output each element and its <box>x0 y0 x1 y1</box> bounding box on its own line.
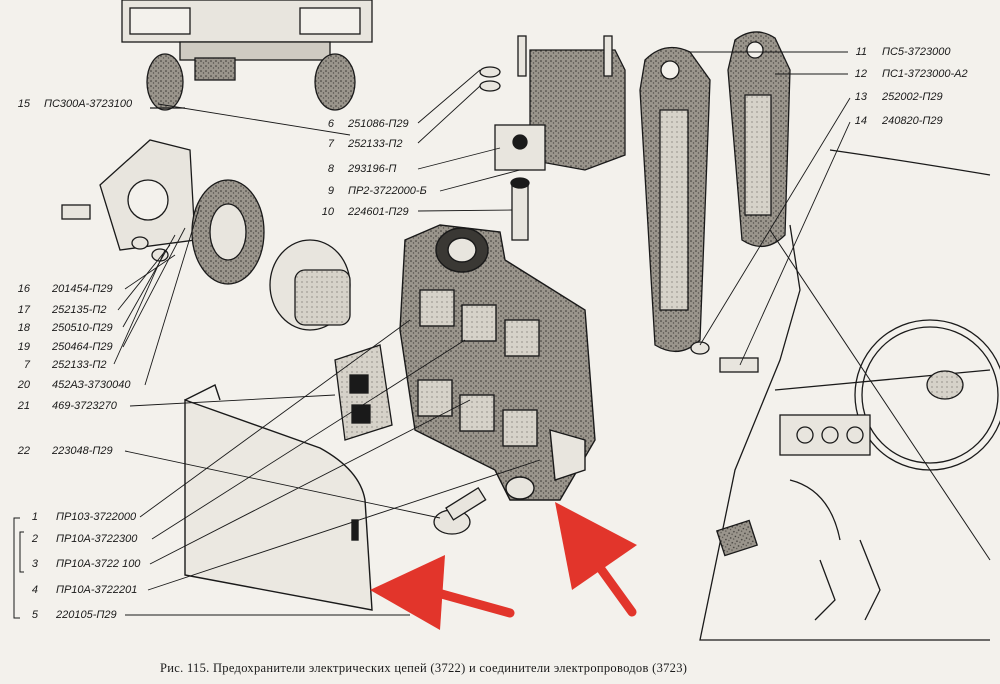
callout-6-part: 251086-П29 <box>348 118 409 130</box>
callout-15-number: 15 <box>17 98 30 110</box>
callout-7b-part: 252133-П2 <box>52 359 107 371</box>
callout-22-number: 22 <box>17 445 30 457</box>
dashboard-view <box>699 149 1000 641</box>
callout-2-number: 2 <box>31 533 38 545</box>
callout-1-part: ПР103-3722000 <box>56 511 137 523</box>
callout-17-part: 252135-П2 <box>52 304 107 316</box>
callout-3-number: 3 <box>31 558 38 570</box>
callout-9-part: ПР2-3722000-Б <box>348 185 427 197</box>
callout-16-part: 201454-П29 <box>52 283 113 295</box>
callout-4-number: 4 <box>31 584 38 596</box>
callout-1-number: 1 <box>31 511 38 523</box>
callout-15-part: ПС300А-3723100 <box>44 98 133 110</box>
callout-12-part: ПС1-3723000-А2 <box>882 68 968 80</box>
callout-8-part: 293196-П <box>348 163 397 175</box>
callout-18-number: 18 <box>17 322 30 334</box>
fuse-block <box>399 224 596 501</box>
callout-9-number: 9 <box>327 185 334 197</box>
callout-5-number: 5 <box>31 609 38 621</box>
callout-13-number: 13 <box>854 91 867 103</box>
callout-21-number: 21 <box>17 400 30 412</box>
screw-5 <box>433 486 487 535</box>
red-arrow-left <box>370 555 515 630</box>
callout-20-part: 452АЗ-3730040 <box>52 379 131 391</box>
callout-2-part: ПР10А-3722300 <box>56 533 138 545</box>
callout-6-number: 6 <box>327 118 334 130</box>
callout-10-part: 224601-П29 <box>348 206 409 218</box>
callout-19-number: 19 <box>17 341 30 353</box>
callout-11-number: 11 <box>855 46 867 58</box>
circuit-breaker-ps300 <box>191 179 351 331</box>
callout-19-part: 250464-П29 <box>52 341 113 353</box>
callout-14-part: 240820-П29 <box>882 115 943 127</box>
callout-3-part: ПР10А-3722 100 <box>56 558 141 570</box>
mounting-bracket <box>61 139 196 262</box>
callout-14-number: 14 <box>854 115 867 127</box>
leader-lines <box>113 51 851 616</box>
callout-8-number: 8 <box>327 163 334 175</box>
truck-front-view <box>121 0 373 111</box>
fuse-cover <box>184 384 373 611</box>
figure-caption: Рис. 115. Предохранители электрических ц… <box>160 661 688 675</box>
callout-21-part: 469-3723270 <box>52 400 117 412</box>
callout-12-number: 12 <box>854 68 867 80</box>
callout-11-part: ПС5-3723000 <box>882 46 951 58</box>
callout-16-number: 16 <box>17 283 30 295</box>
callout-5-part: 220105-П29 <box>56 609 117 621</box>
callout-7b-number: 7 <box>23 359 30 371</box>
small-connector-21 <box>334 344 393 441</box>
callout-10-number: 10 <box>321 206 334 218</box>
relay-assembly <box>479 35 626 241</box>
callout-4-part: ПР10А-3722201 <box>56 584 138 596</box>
callout-7a-number: 7 <box>327 138 334 150</box>
callout-7a-part: 252133-П2 <box>348 138 403 150</box>
connector-block-ps1 <box>727 31 791 247</box>
connector-block-ps5 <box>639 46 711 352</box>
callout-20-number: 20 <box>17 379 30 391</box>
callout-17-number: 17 <box>17 304 30 316</box>
screw-13-14 <box>690 341 759 373</box>
callout-22-part: 223048-П29 <box>52 445 113 457</box>
callout-18-part: 250510-П29 <box>52 322 113 334</box>
red-arrow-up <box>555 502 637 617</box>
callout-13-part: 252002-П29 <box>882 91 943 103</box>
group-bracket <box>13 517 24 619</box>
